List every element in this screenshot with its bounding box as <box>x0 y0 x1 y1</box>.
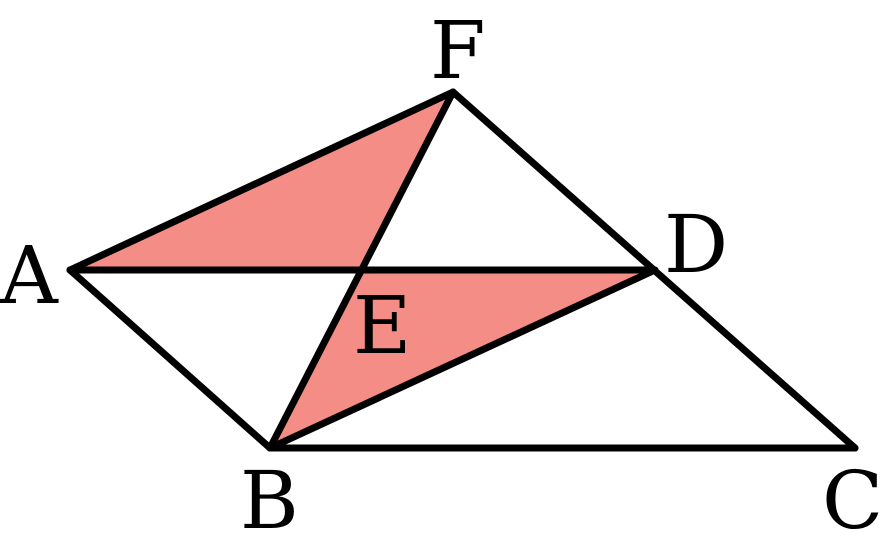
point-label-e: E <box>353 279 411 372</box>
segment-bd <box>266 266 659 452</box>
segment-bf <box>266 88 457 452</box>
point-label-b: B <box>240 454 299 547</box>
point-label-f: F <box>430 4 486 97</box>
point-label-c: C <box>822 454 883 547</box>
point-label-a: A <box>0 229 59 322</box>
segment-ab <box>66 266 274 452</box>
point-label-d: D <box>664 198 728 291</box>
segment-af <box>66 88 457 274</box>
